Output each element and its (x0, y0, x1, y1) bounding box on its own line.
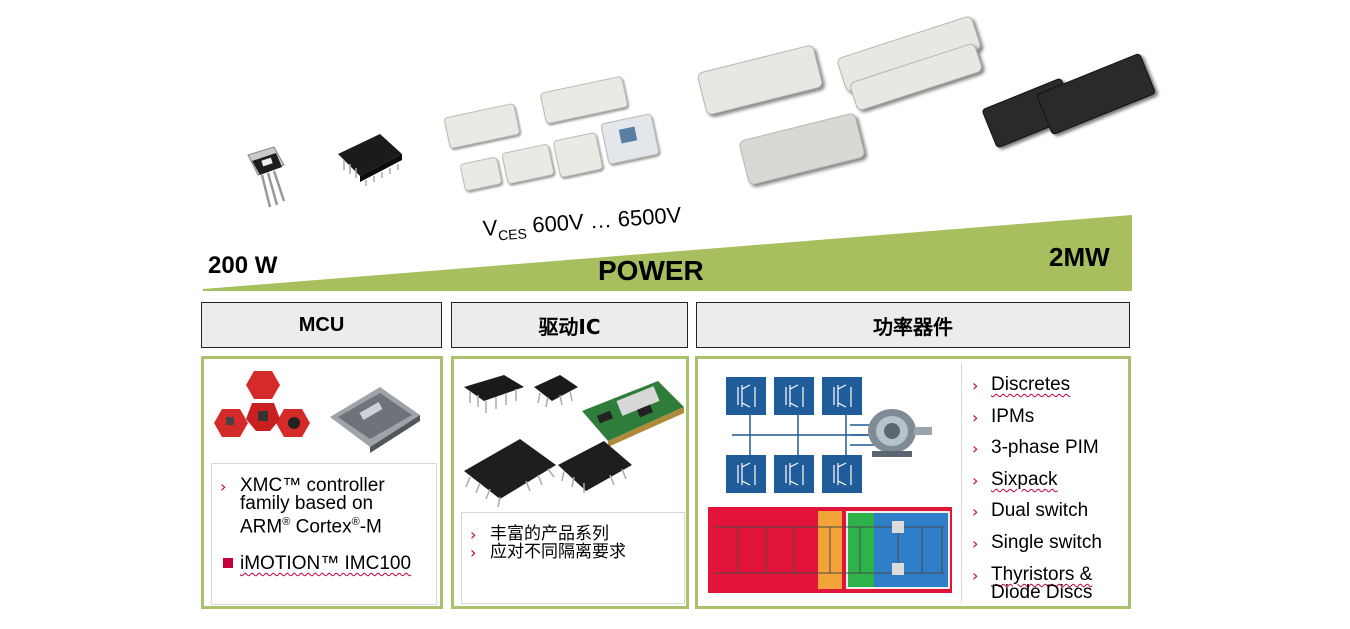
power-low-label: 200 W (208, 252, 278, 279)
mcu-bullet-xmc: XMC™ controller family based on ARM® Cor… (240, 475, 385, 538)
bullet-marker: › (972, 376, 979, 395)
power-high-label: 2MW (1049, 242, 1110, 272)
panel-divider (961, 363, 962, 603)
motor-image (868, 409, 932, 457)
pim-block-diagram (708, 507, 952, 593)
three-phase-inverter-diagram (726, 377, 900, 493)
power-axis-label: POWER (598, 255, 704, 286)
mcu-board-image (214, 371, 310, 437)
driver-board-image (582, 381, 684, 447)
driver-ic-bullet-series: 丰富的产品系列 (490, 524, 609, 544)
bullet-sixpack: Sixpack (991, 469, 1058, 490)
module-image (552, 131, 604, 179)
module-image (501, 143, 555, 185)
driver-ic-panel: › 丰富的产品系列 › 应对不同隔离要求 (451, 356, 689, 609)
driver-ic-chip-small-image (558, 441, 632, 493)
driver-ic-header: 驱动IC (451, 302, 688, 348)
module-image (459, 156, 503, 192)
bullet-marker: › (972, 566, 979, 585)
mcu-chip-image (330, 387, 420, 453)
bullet-thyristors-diode-discs: Thyristors & Diode Discs (991, 564, 1093, 603)
power-devices-panel: › Discretes › IPMs › 3-phase PIM › Sixpa… (695, 356, 1131, 609)
to220-package-image (247, 146, 286, 208)
module-image (443, 102, 521, 150)
bullet-marker: › (220, 477, 227, 496)
mcu-header: MCU (201, 302, 442, 348)
bullet-square-marker (223, 558, 233, 568)
bullet-marker: › (470, 543, 477, 562)
bullet-marker: › (972, 471, 979, 490)
bullet-marker: › (972, 534, 979, 553)
bullet-dual-switch: Dual switch (991, 500, 1089, 521)
bullet-marker: › (972, 502, 979, 521)
driver-ic-bullet-box: › 丰富的产品系列 › 应对不同隔离要求 (461, 512, 685, 604)
module-image (738, 112, 866, 186)
mcu-bullet-imotion: iMOTION™ IMC100 (240, 553, 412, 574)
mcu-panel: › XMC™ controller family based on ARM® C… (201, 356, 443, 609)
driver-ic-chip-large-image (464, 439, 556, 508)
dip-module-image (338, 134, 402, 186)
bullet-3-phase-pim: 3-phase PIM (991, 437, 1099, 458)
bullet-marker: › (972, 439, 979, 458)
mcu-bullet-box: › XMC™ controller family based on ARM® C… (211, 463, 437, 605)
driver-ic-bullet-isolation: 应对不同隔离要求 (490, 542, 626, 562)
module-image (1035, 52, 1157, 136)
power-scale-wedge (203, 215, 1132, 291)
module-image (539, 75, 629, 125)
driver-ic-soic-image (534, 375, 578, 408)
bullet-ipms: IPMs (991, 406, 1035, 427)
bullet-marker: › (972, 408, 979, 427)
driver-ic-dip-image (464, 375, 524, 413)
module-image (696, 44, 824, 116)
bullet-single-switch: Single switch (991, 532, 1102, 553)
bullet-marker: › (470, 525, 477, 544)
power-devices-header: 功率器件 (696, 302, 1130, 348)
bullet-discretes: Discretes (991, 374, 1071, 395)
